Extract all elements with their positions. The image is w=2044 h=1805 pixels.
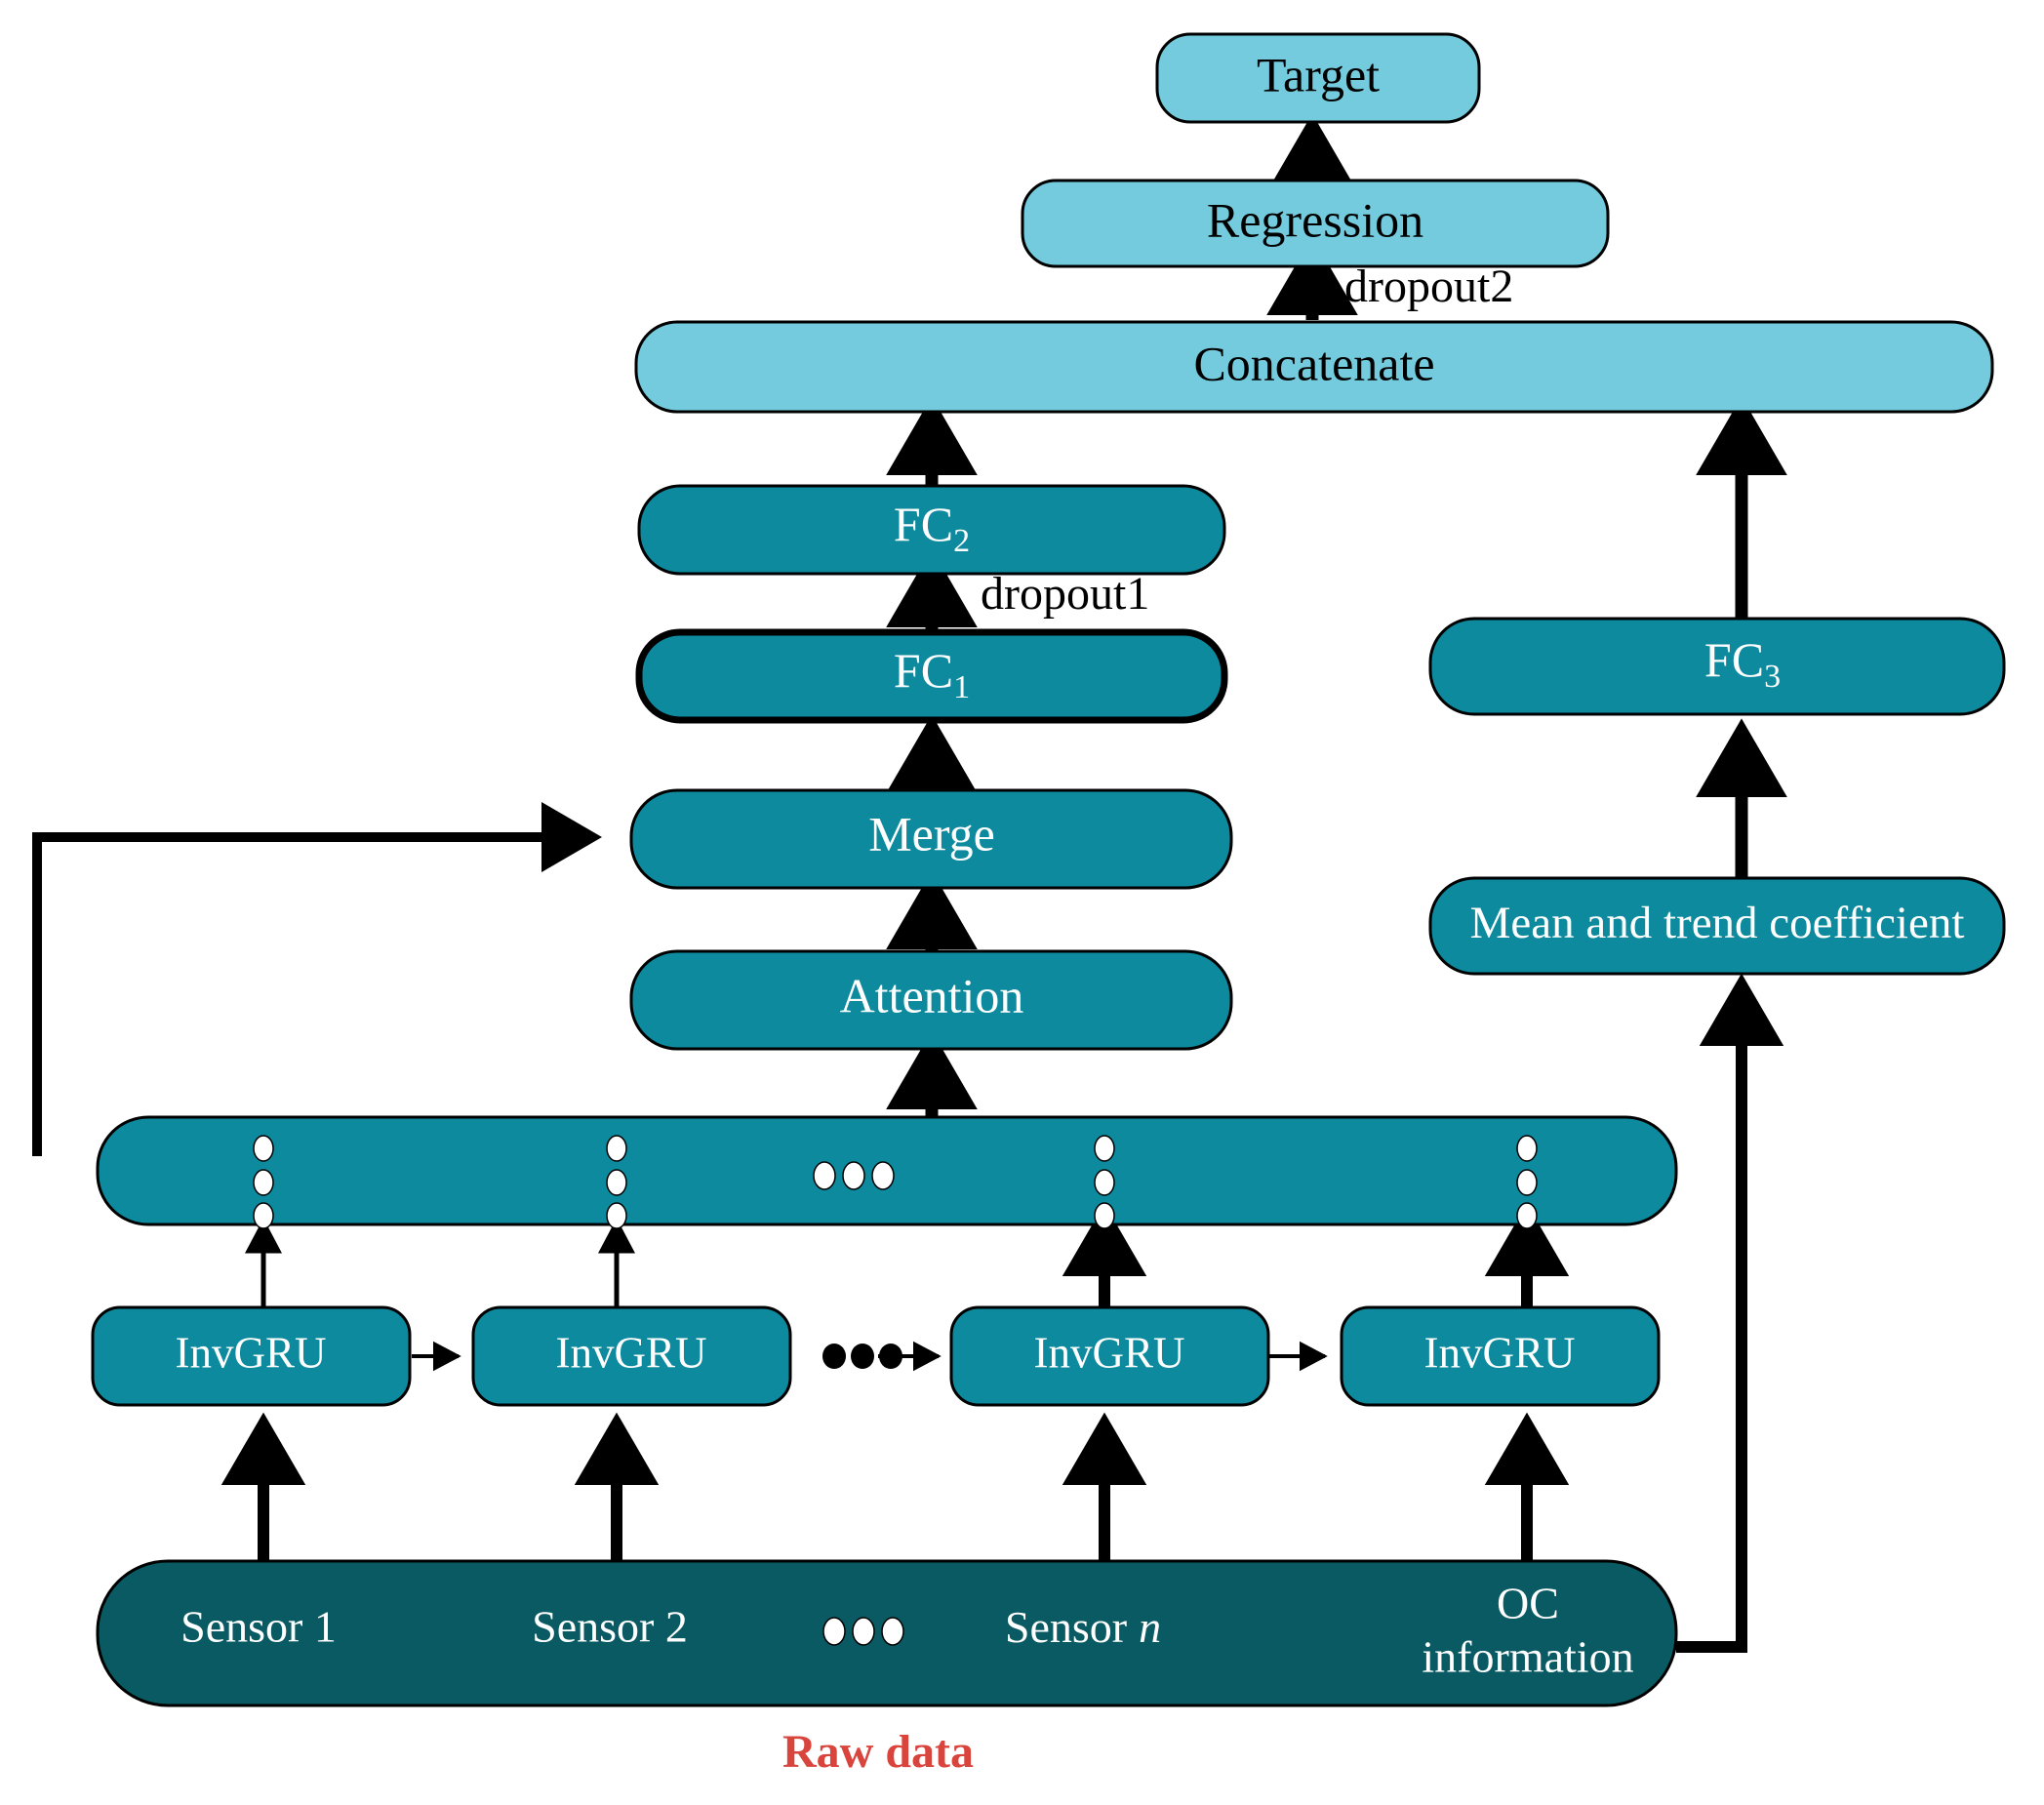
node-regression[interactable]: Regression xyxy=(1021,179,1610,268)
node-invgru-4-label: InvGRU xyxy=(1424,1328,1576,1377)
node-fc1[interactable]: FC1 xyxy=(635,628,1228,724)
node-concatenate[interactable]: Concatenate xyxy=(634,320,1994,414)
node-invgru-2-label: InvGRU xyxy=(556,1328,707,1377)
raw-input-oc-label-line2: information xyxy=(1422,1632,1633,1682)
node-attention[interactable]: Attention xyxy=(629,949,1233,1051)
node-merge[interactable]: Merge xyxy=(629,788,1233,890)
raw-input-sensor-n-label: Sensor xyxy=(1005,1602,1127,1652)
ellipsis-horizontal-dots-bar xyxy=(813,1161,895,1190)
node-target[interactable]: Target xyxy=(1155,32,1481,124)
connector-rawdata-to-gru xyxy=(220,1412,1570,1561)
node-invgru-1[interactable]: InvGRU xyxy=(91,1305,412,1407)
figure-caption: Raw data xyxy=(782,1726,974,1778)
ellipsis-invgru-row xyxy=(822,1344,902,1369)
node-merge-label: Merge xyxy=(868,806,995,861)
node-fc2-label: FC xyxy=(894,497,953,551)
node-mean-and-trend-coefficient-label: Mean and trend coefficient xyxy=(1470,898,1965,948)
ellipsis-vertical-dots-4 xyxy=(1516,1135,1538,1229)
raw-input-sensor-n-index: n xyxy=(1139,1602,1161,1652)
node-fc3[interactable]: FC3 xyxy=(1428,617,2006,716)
node-target-label: Target xyxy=(1257,47,1380,101)
raw-input-oc-label-line1: OC xyxy=(1497,1579,1559,1628)
connector-oc-to-meantrend xyxy=(1676,973,1784,1653)
node-mean-and-trend-coefficient[interactable]: Mean and trend coefficient xyxy=(1428,876,2006,976)
node-invgru-2[interactable]: InvGRU xyxy=(471,1305,792,1407)
svg-text:FC2: FC2 xyxy=(894,497,970,558)
node-attention-label: Attention xyxy=(840,968,1024,1023)
annotation-dropout2: dropout2 xyxy=(1344,261,1513,312)
svg-text:FC1: FC1 xyxy=(894,643,970,704)
annotation-dropout1: dropout1 xyxy=(981,568,1149,620)
node-fc3-subscript: 3 xyxy=(1764,659,1781,695)
node-invgru-1-label: InvGRU xyxy=(176,1328,327,1377)
node-fc3-label: FC xyxy=(1704,632,1764,687)
node-hidden-representation-bar[interactable] xyxy=(96,1115,1678,1229)
node-fc2[interactable]: FC2 xyxy=(637,484,1226,576)
ellipsis-raw-data-row xyxy=(822,1617,904,1646)
svg-text:FC3: FC3 xyxy=(1704,632,1781,694)
raw-input-sensor-1-label: Sensor 1 xyxy=(180,1602,337,1652)
node-fc1-label: FC xyxy=(894,643,953,698)
node-invgru-4[interactable]: InvGRU xyxy=(1340,1305,1661,1407)
connector-skip-hiddenbar-to-merge xyxy=(32,802,602,1156)
node-invgru-3-label: InvGRU xyxy=(1034,1328,1185,1377)
node-regression-label: Regression xyxy=(1207,192,1423,247)
node-fc2-subscript: 2 xyxy=(953,523,970,559)
ellipsis-vertical-dots-2 xyxy=(606,1135,627,1229)
ellipsis-vertical-dots-1 xyxy=(253,1135,274,1229)
connector-gru-to-hiddenbar xyxy=(245,1203,1570,1307)
ellipsis-vertical-dots-3 xyxy=(1094,1135,1115,1229)
node-concatenate-label: Concatenate xyxy=(1193,336,1434,390)
raw-input-sensor-2-label: Sensor 2 xyxy=(532,1602,688,1652)
node-fc1-subscript: 1 xyxy=(953,669,970,705)
node-invgru-3[interactable]: InvGRU xyxy=(949,1305,1270,1407)
